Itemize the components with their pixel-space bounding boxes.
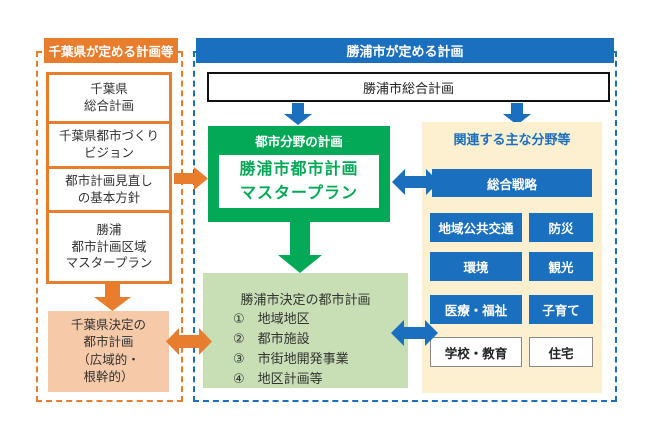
arrow-down-green-icon [278,222,322,273]
prefecture-plan-box: 勝浦 都市計画区域 マスタープラン [46,210,172,284]
arrow-down-blue-icon [284,103,312,125]
list-item: ④ 地区計画等 [233,371,323,387]
field-chip: 環境 [430,252,522,281]
arrow-double-horizontal-blue-icon [391,320,438,346]
field-chip-strategy: 総合戦略 [432,169,592,197]
city-master-plan-box: 勝浦市都市計画 マスタープラン [219,155,379,208]
list-item: ② 都市施設 [233,331,310,347]
field-chip-white: 学校・教育 [430,337,522,367]
arrow-down-orange-icon [94,283,131,311]
arrow-double-horizontal-orange-icon [166,328,212,355]
field-chip: 医療・福祉 [430,295,522,324]
field-chip: 子育て [529,295,593,324]
field-chip: 観光 [529,252,593,281]
prefecture-decided-plan-box: 千葉県決定の 都市計画 （広域的・ 根幹的） [48,311,169,392]
prefecture-plan-box: 千葉県都市づくり ビジョン [46,121,172,169]
prefecture-plan-box: 千葉県 総合計画 [46,72,172,124]
field-chip: 地域公共交通 [430,213,522,242]
urban-field-title: 都市分野の計画 [255,134,343,149]
city-comprehensive-plan-box: 勝浦市総合計画 [207,72,610,102]
field-chip-white: 住宅 [529,337,593,367]
prefecture-panel-title: 千葉県が定める計画等 [44,38,178,63]
arrow-right-orange-icon [174,167,208,190]
arrow-down-blue-icon [503,103,531,125]
list-item: ③ 市街地開発事業 [233,351,349,367]
city-panel-title: 勝浦市が定める計画 [196,38,614,63]
city-decided-plan-box [203,273,408,388]
related-fields-title: 関連する主な分野等 [453,132,571,147]
arrow-double-horizontal-blue-icon [392,169,439,195]
city-decided-plan-items: ① 地域地区 ② 都市施設 ③ 市街地開発事業 ④ 地区計画等 [233,309,408,390]
field-chip: 防災 [529,213,593,242]
city-decided-plan-title: 勝浦市決定の都市計画 [240,292,371,307]
list-item: ① 地域地区 [233,311,310,326]
prefecture-plan-box: 都市計画見直し の基本方針 [46,166,172,213]
